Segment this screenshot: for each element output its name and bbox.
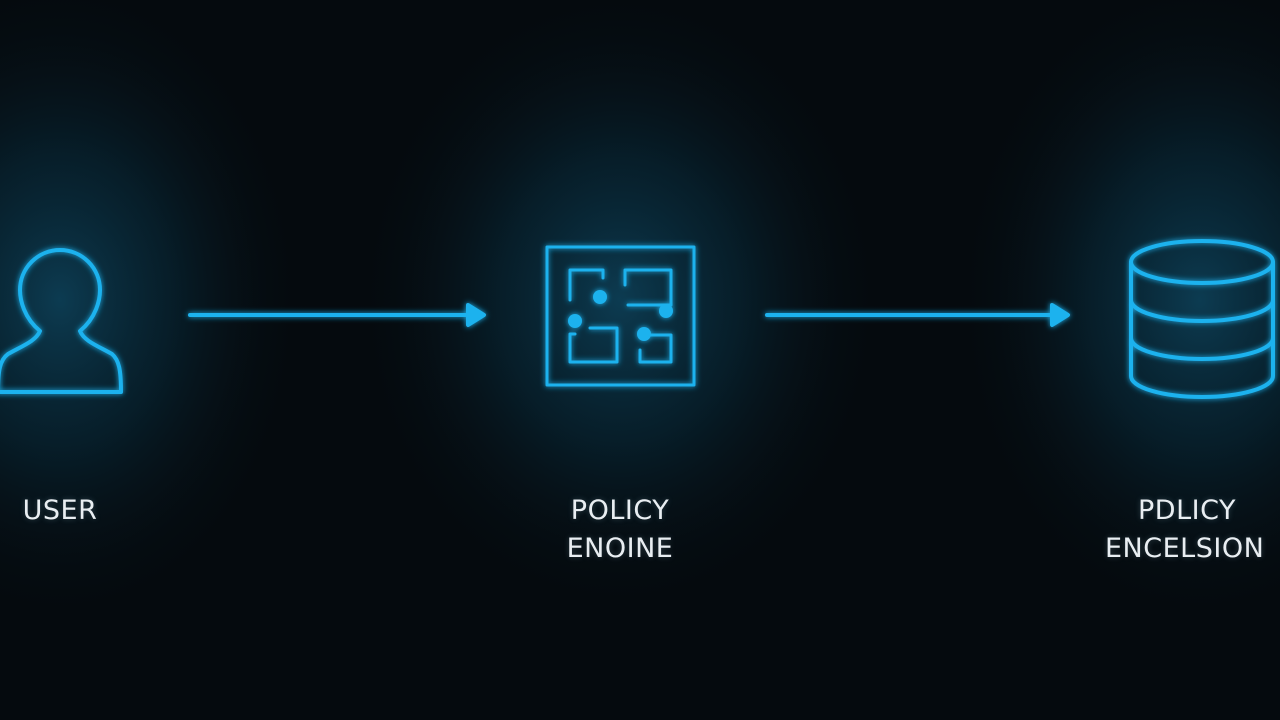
node-label-line: PDLICY bbox=[1138, 495, 1236, 526]
node-label-user: USER bbox=[6, 492, 114, 530]
user-glow bbox=[0, 0, 310, 630]
node-label-policy-engine: POLICY ENOINE bbox=[520, 492, 720, 568]
node-label-line: POLICY bbox=[570, 495, 670, 526]
policy-engine-icon bbox=[545, 245, 696, 387]
node-label-policy-store: PDLICY ENCELSION bbox=[1100, 492, 1280, 568]
node-label-line: USER bbox=[22, 495, 98, 526]
edge-arrow-engine-to-store bbox=[765, 303, 1070, 327]
store-glow bbox=[950, 0, 1280, 630]
node-label-line: ENOINE bbox=[566, 533, 674, 564]
user-icon bbox=[0, 248, 123, 394]
node-label-line: ENCELSION bbox=[1105, 533, 1265, 564]
database-icon bbox=[1129, 239, 1275, 399]
edge-arrow-user-to-engine bbox=[188, 303, 486, 327]
engine-glow bbox=[350, 0, 890, 620]
